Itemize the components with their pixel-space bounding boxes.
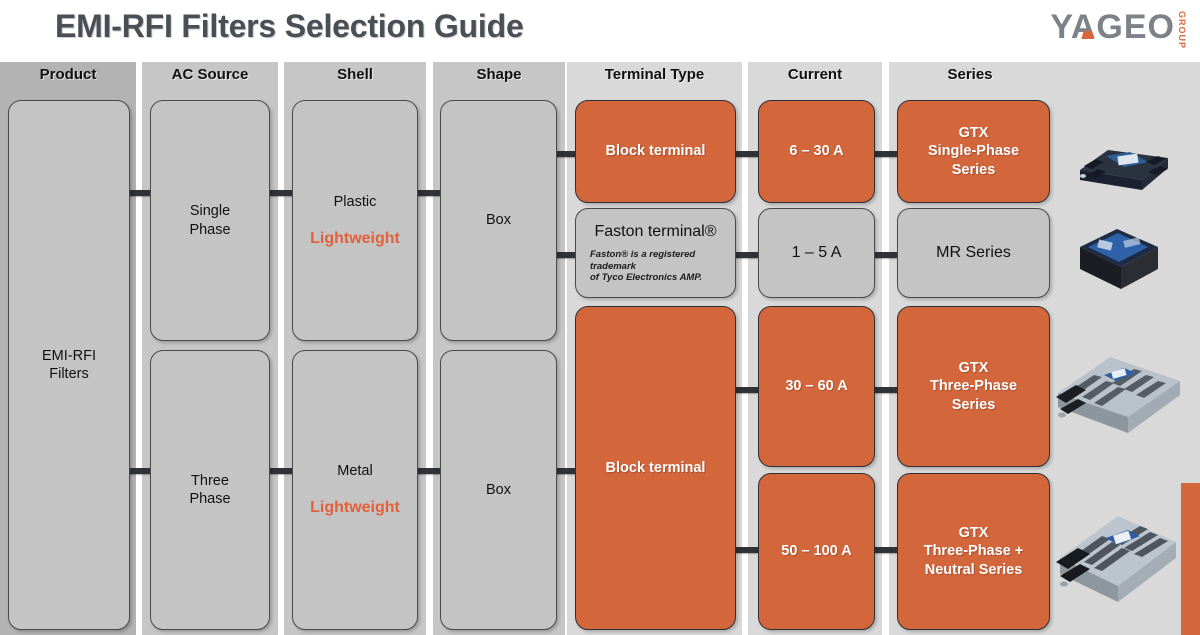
node-label-line3: Neutral Series (924, 561, 1023, 578)
node-label-line1: Block terminal (605, 143, 706, 160)
node-product-emi-rfi-filters[interactable]: EMI-RFI Filters (8, 100, 130, 630)
gtx-three-phase-neutral-filter-photo (1044, 492, 1184, 612)
node-series-gtx-three-phase[interactable]: GTX Three-Phase Series (897, 306, 1050, 467)
connector-single-phase-to-plastic (270, 190, 292, 196)
node-series-gtx-three-phase-neutral[interactable]: GTX Three-Phase + Neutral Series (897, 473, 1050, 630)
node-label-line3: Series (951, 396, 996, 413)
logo-wordmark: YAGEO (1050, 10, 1175, 44)
yageo-logo: YAGEO GROUP (1050, 10, 1187, 54)
node-label-line1: MR Series (936, 244, 1011, 261)
node-terminal-block-terminal-top[interactable]: Block terminal (575, 100, 736, 203)
connector-1-5a-to-mr-series (875, 252, 897, 258)
node-current-30-60a[interactable]: 30 – 60 A (758, 306, 875, 467)
node-series-gtx-single-phase[interactable]: GTX Single-Phase Series (897, 100, 1050, 203)
column-header-shape: Shape (476, 66, 522, 83)
node-label-line1: 6 – 30 A (789, 143, 844, 160)
node-label-line1: EMI-RFI (42, 347, 96, 364)
node-label-line2: Phase (189, 491, 231, 507)
logo-group-text: GROUP (1177, 11, 1187, 50)
node-label-line1: Single (189, 203, 231, 220)
connector-product-to-three-phase (128, 468, 150, 474)
connector-plastic-to-box-top (418, 190, 440, 196)
connector-box-to-block-terminal-top (557, 151, 579, 157)
column-header-current: Current (787, 66, 843, 83)
node-label-line1: Three (191, 472, 229, 489)
node-label-line2: Three-Phase + (923, 543, 1024, 560)
connector-three-phase-to-metal (270, 468, 292, 474)
node-label-line1: Box (486, 212, 511, 229)
column-header-terminal-type: Terminal Type (604, 66, 705, 83)
connector-6-30a-to-gtx-single (875, 151, 897, 157)
logo-wordmark-text: YAGEO (1050, 8, 1175, 46)
node-label-line3: Series (951, 161, 996, 178)
node-label-lightweight: Lightweight (310, 499, 400, 517)
node-label-line2: Three-Phase (929, 378, 1018, 395)
node-label-line1: GTX (958, 360, 989, 377)
node-label-line1: GTX (958, 525, 989, 542)
node-shape-box-top[interactable]: Box (440, 100, 557, 341)
connector-faston-to-1-5a (736, 252, 758, 258)
column-header-ac-source: AC Source (171, 66, 249, 83)
node-label-line1: GTX (958, 125, 989, 142)
node-series-mr-series[interactable]: MR Series (897, 208, 1050, 298)
gtx-single-phase-filter-photo (1068, 122, 1178, 202)
column-header-series: Series (947, 66, 993, 83)
connector-box-to-faston-terminal (557, 252, 579, 258)
connector-product-to-single-phase (128, 190, 150, 196)
connector-metal-to-box-bottom (418, 468, 440, 474)
column-header-shell: Shell (337, 66, 373, 83)
node-shell-plastic[interactable]: Plastic Lightweight (292, 100, 418, 341)
node-label-line1: Block terminal (605, 459, 706, 476)
node-ac-source-single-phase[interactable]: Single Phase (150, 100, 270, 341)
mr-series-filter-photo (1072, 217, 1167, 297)
node-label-line1: Box (486, 481, 511, 498)
connector-30-60a-to-gtx-three (875, 387, 897, 393)
right-edge-accent-bar (1181, 483, 1200, 635)
title-bar: EMI-RFI Filters Selection Guide YAGEO GR… (0, 0, 1200, 62)
node-label-line2: Phase (189, 221, 231, 238)
connector-block-terminal-to-30-60a (736, 387, 758, 393)
node-terminal-faston-terminal[interactable]: Faston terminal® Faston® is a registered… (575, 208, 736, 298)
node-terminal-block-terminal-bottom[interactable]: Block terminal (575, 306, 736, 630)
logo-accent-triangle-icon (1081, 31, 1095, 39)
node-label-line2: Filters (49, 366, 89, 382)
node-current-1-5a[interactable]: 1 – 5 A (758, 208, 875, 298)
node-footnote-line2: of Tyco Electronics AMP. (590, 272, 703, 284)
node-current-50-100a[interactable]: 50 – 100 A (758, 473, 875, 630)
node-label-line1: 1 – 5 A (791, 244, 842, 261)
connector-box-to-block-terminal-bottom (557, 468, 579, 474)
node-label-line1: Plastic (333, 193, 377, 210)
column-header-product: Product (39, 66, 97, 83)
connector-block-terminal-to-6-30a (736, 151, 758, 157)
selection-grid: Product AC Source Shell Shape Terminal T… (0, 62, 1200, 635)
node-current-6-30a[interactable]: 6 – 30 A (758, 100, 875, 203)
page-title: EMI-RFI Filters Selection Guide (55, 8, 524, 44)
node-label-line1: 50 – 100 A (781, 543, 852, 560)
node-footnote-line1: Faston® is a registered trademark (590, 248, 696, 272)
node-label-lightweight: Lightweight (310, 229, 400, 247)
node-label-line1: Metal (337, 463, 373, 480)
connector-50-100a-to-gtx-neutral (875, 547, 897, 553)
node-label-line1: Faston terminal® (594, 222, 717, 240)
node-shell-metal[interactable]: Metal Lightweight (292, 350, 418, 630)
node-shape-box-bottom[interactable]: Box (440, 350, 557, 630)
node-label-line2: Single-Phase (927, 143, 1020, 160)
gtx-three-phase-filter-photo (1048, 337, 1188, 447)
node-label-line1: 30 – 60 A (785, 378, 848, 395)
node-ac-source-three-phase[interactable]: Three Phase (150, 350, 270, 630)
connector-block-terminal-to-50-100a (736, 547, 758, 553)
